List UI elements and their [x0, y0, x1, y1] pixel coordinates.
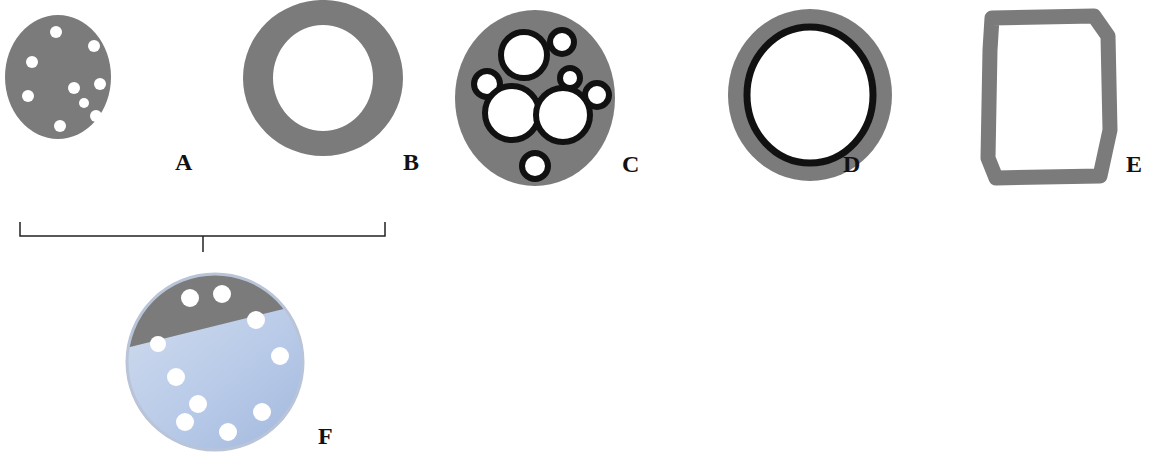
- multi-vesicle-disc: [455, 10, 615, 186]
- panel-letter: A: [175, 150, 192, 174]
- panel-letter: D: [843, 152, 860, 176]
- irregular-frame: [988, 16, 1110, 178]
- panel-letter: C: [622, 152, 639, 176]
- hollow-ring: [243, 0, 403, 156]
- panel-letter: F: [318, 424, 333, 448]
- porous-disc: [5, 15, 111, 139]
- coated-porous-disc: [110, 274, 320, 459]
- bracket: [20, 222, 385, 252]
- core-shell-ring: [728, 9, 892, 181]
- panel-letter: B: [403, 150, 419, 174]
- panel-letter: E: [1126, 152, 1142, 176]
